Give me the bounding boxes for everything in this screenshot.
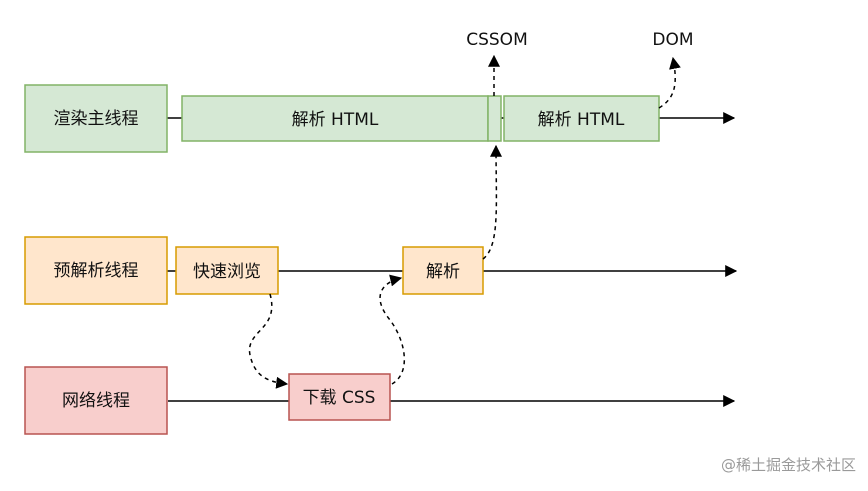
- scan-to-download-arrow: [248, 293, 289, 389]
- quick-scan-task-label: 快速浏览: [193, 262, 261, 282]
- parse-html-task-1-label: 解析 HTML: [292, 110, 379, 130]
- cssom-build-task: [487, 95, 502, 142]
- dom-output-arrow: [658, 56, 681, 109]
- parse-task: 解析: [402, 246, 484, 295]
- watermark-text: @稀土掘金技术社区: [721, 456, 856, 474]
- download-css-task: 下载 CSS: [288, 373, 391, 421]
- dom-output-label: DOM: [652, 30, 693, 50]
- render-thread-label: 渲染主线程: [54, 109, 139, 129]
- parse-task-rect: [402, 246, 484, 295]
- parse-html-task-1: 解析 HTML: [181, 95, 489, 142]
- quick-scan-task-rect: [175, 246, 279, 295]
- parse-html-task-2-label: 解析 HTML: [538, 110, 625, 130]
- network-thread-box: 网络线程: [24, 366, 168, 435]
- render-thread-rect: [24, 84, 168, 153]
- preparse-thread-rect: [24, 236, 168, 305]
- download-css-task-rect: [288, 373, 391, 421]
- parse-to-cssom-task-arrow: [482, 144, 503, 260]
- cssom-output-label: CSSOM: [466, 30, 528, 50]
- parse-html-task-2-rect: [503, 95, 660, 142]
- parse-task-label: 解析: [426, 262, 460, 282]
- preparse-thread-box: 预解析线程: [24, 236, 168, 305]
- download-to-parse-arrow: [379, 274, 406, 385]
- render-thread-box: 渲染主线程: [24, 84, 168, 153]
- download-css-task-label: 下载 CSS: [303, 388, 376, 408]
- parse-html-task-2: 解析 HTML: [503, 95, 660, 142]
- parse-html-task-1-rect: [181, 95, 489, 142]
- network-thread-rect: [24, 366, 168, 435]
- quick-scan-task: 快速浏览: [175, 246, 279, 295]
- network-thread-label: 网络线程: [62, 391, 130, 411]
- preparse-thread-label: 预解析线程: [54, 261, 139, 281]
